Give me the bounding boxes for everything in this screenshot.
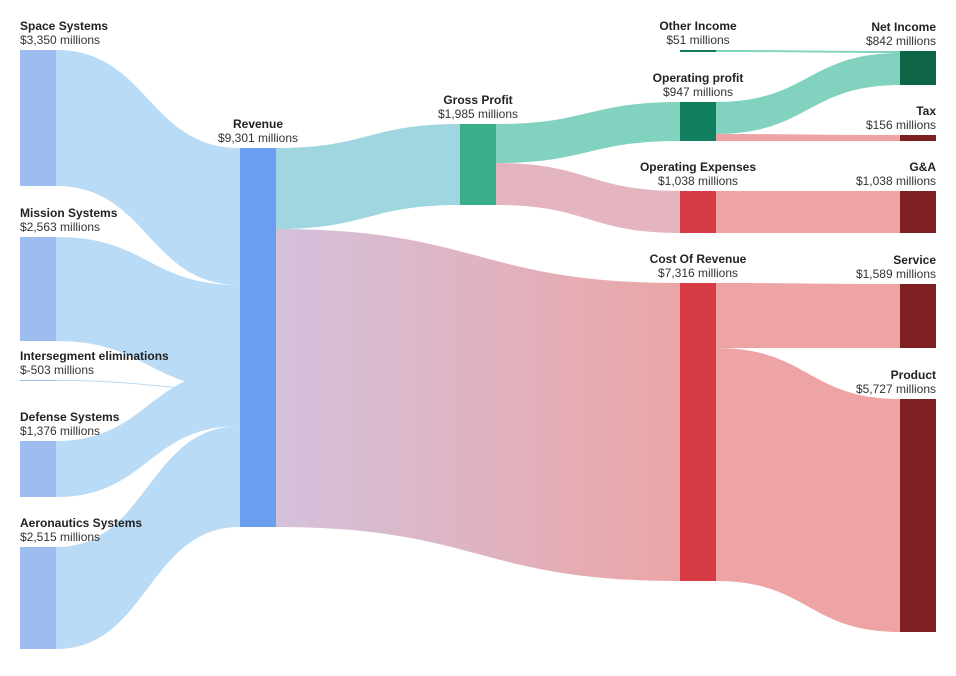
link-opprofit-to-tax[interactable] <box>716 134 900 141</box>
node-name-opprofit: Operating profit <box>653 71 744 85</box>
node-value-service: $1,589 millions <box>856 267 936 281</box>
link-revenue-to-cor[interactable] <box>276 229 680 581</box>
node-value-defense: $1,376 millions <box>20 424 100 438</box>
node-name-mission: Mission Systems <box>20 206 118 220</box>
node-value-other: $51 millions <box>666 33 729 47</box>
node-name-interseg: Intersegment eliminations <box>20 349 169 363</box>
node-opex[interactable] <box>680 191 716 233</box>
node-service[interactable] <box>900 284 936 348</box>
link-gross-to-opprofit[interactable] <box>496 102 680 163</box>
link-opprofit-to-netinc[interactable] <box>716 53 900 134</box>
link-other-to-netinc[interactable] <box>716 50 900 53</box>
node-value-aero: $2,515 millions <box>20 530 100 544</box>
node-revenue[interactable] <box>240 148 276 527</box>
node-mission[interactable] <box>20 237 56 341</box>
node-name-ga: G&A <box>909 160 936 174</box>
node-name-space: Space Systems <box>20 19 108 33</box>
node-gross[interactable] <box>460 124 496 205</box>
node-product[interactable] <box>900 399 936 632</box>
node-name-defense: Defense Systems <box>20 410 120 424</box>
link-opex-to-ga[interactable] <box>716 191 900 233</box>
node-value-opprofit: $947 millions <box>663 85 733 99</box>
node-space[interactable] <box>20 50 56 186</box>
node-name-cor: Cost Of Revenue <box>650 252 747 266</box>
node-name-product: Product <box>891 368 936 382</box>
node-name-gross: Gross Profit <box>443 93 512 107</box>
link-revenue-to-gross[interactable] <box>276 124 460 229</box>
node-name-netinc: Net Income <box>871 20 936 34</box>
node-value-opex: $1,038 millions <box>658 174 738 188</box>
node-value-netinc: $842 millions <box>866 34 936 48</box>
link-cor-to-product[interactable] <box>716 348 900 632</box>
node-tax[interactable] <box>900 135 936 141</box>
link-aero-to-revenue[interactable] <box>56 426 240 649</box>
links-layer <box>56 50 900 649</box>
node-value-gross: $1,985 millions <box>438 107 518 121</box>
node-name-revenue: Revenue <box>233 117 283 131</box>
node-name-tax: Tax <box>916 104 936 118</box>
node-aero[interactable] <box>20 547 56 649</box>
node-other[interactable] <box>680 50 716 52</box>
link-interseg-to-revenue[interactable] <box>56 380 240 390</box>
node-opprofit[interactable] <box>680 102 716 141</box>
node-value-mission: $2,563 millions <box>20 220 100 234</box>
node-name-service: Service <box>893 253 936 267</box>
link-mission-to-revenue[interactable] <box>56 237 240 389</box>
node-ga[interactable] <box>900 191 936 233</box>
node-value-tax: $156 millions <box>866 118 936 132</box>
node-value-cor: $7,316 millions <box>658 266 738 280</box>
node-interseg[interactable] <box>20 380 56 381</box>
link-defense-to-revenue[interactable] <box>56 370 240 497</box>
node-value-space: $3,350 millions <box>20 33 100 47</box>
node-netinc[interactable] <box>900 51 936 85</box>
node-defense[interactable] <box>20 441 56 497</box>
node-name-other: Other Income <box>659 19 737 33</box>
link-gross-to-opex[interactable] <box>496 163 680 233</box>
node-value-revenue: $9,301 millions <box>218 131 298 145</box>
node-cor[interactable] <box>680 283 716 581</box>
node-name-aero: Aeronautics Systems <box>20 516 142 530</box>
node-name-opex: Operating Expenses <box>640 160 756 174</box>
link-space-to-revenue[interactable] <box>56 50 240 285</box>
node-value-ga: $1,038 millions <box>856 174 936 188</box>
node-value-product: $5,727 millions <box>856 382 936 396</box>
nodes-layer <box>20 50 936 649</box>
node-value-interseg: $-503 millions <box>20 363 94 377</box>
link-cor-to-service[interactable] <box>716 283 900 348</box>
